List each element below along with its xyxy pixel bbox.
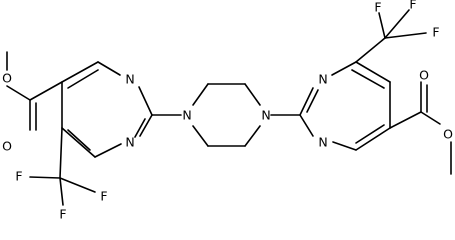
bond	[332, 141, 357, 151]
bond	[331, 61, 357, 76]
atom-label-nitrogen: N	[318, 135, 327, 150]
bond	[61, 61, 99, 83]
bond	[244, 83, 261, 106]
bond	[420, 111, 441, 125]
bond	[67, 129, 91, 151]
bond	[192, 83, 209, 106]
bond	[351, 69, 385, 89]
bond	[67, 69, 99, 89]
bond	[378, 12, 386, 39]
bond	[59, 177, 64, 206]
atom-label-nitrogen: N	[261, 108, 270, 123]
bond	[6, 85, 31, 101]
bond	[61, 127, 96, 158]
atom-label-fluorine: F	[409, 0, 416, 12]
atom-label-fluorine: F	[15, 169, 22, 184]
bond	[59, 177, 96, 193]
bond	[139, 114, 153, 137]
bond	[355, 37, 386, 63]
bond	[192, 125, 209, 147]
bond	[134, 118, 146, 138]
atom-label-fluorine: F	[374, 0, 381, 15]
bond	[384, 9, 410, 39]
bond	[299, 114, 314, 137]
bond	[389, 111, 422, 129]
chemical-structure: O O N N F F F N N N N F F F O O	[2, 0, 453, 222]
bonds	[6, 9, 452, 206]
bond	[29, 176, 61, 179]
atom-label-nitrogen: N	[182, 108, 191, 123]
atom-label-fluorine: F	[432, 25, 439, 40]
bond	[355, 61, 391, 83]
bond	[299, 87, 314, 116]
bond	[306, 89, 319, 113]
atom-label-oxygen: O	[2, 71, 12, 86]
atom-label-oxygen: O	[443, 127, 453, 142]
bond	[138, 86, 153, 116]
atom-label-nitrogen: N	[125, 135, 134, 150]
bond	[355, 127, 391, 151]
bond	[384, 32, 427, 39]
bond	[59, 127, 63, 179]
atom-label-fluorine: F	[59, 207, 66, 222]
atom-label-nitrogen: N	[125, 72, 134, 87]
bond	[97, 61, 121, 76]
atom-label-fluorine: F	[100, 189, 107, 204]
bond	[29, 81, 63, 101]
atom-labels: O O N N F F F N N N N F F F O O	[2, 0, 453, 222]
bond	[94, 143, 122, 158]
atom-label-oxygen: O	[419, 68, 429, 83]
atom-label-nitrogen: N	[318, 72, 327, 87]
bond	[244, 125, 261, 147]
bond	[355, 124, 385, 144]
atom-label-oxygen: O	[2, 139, 12, 154]
